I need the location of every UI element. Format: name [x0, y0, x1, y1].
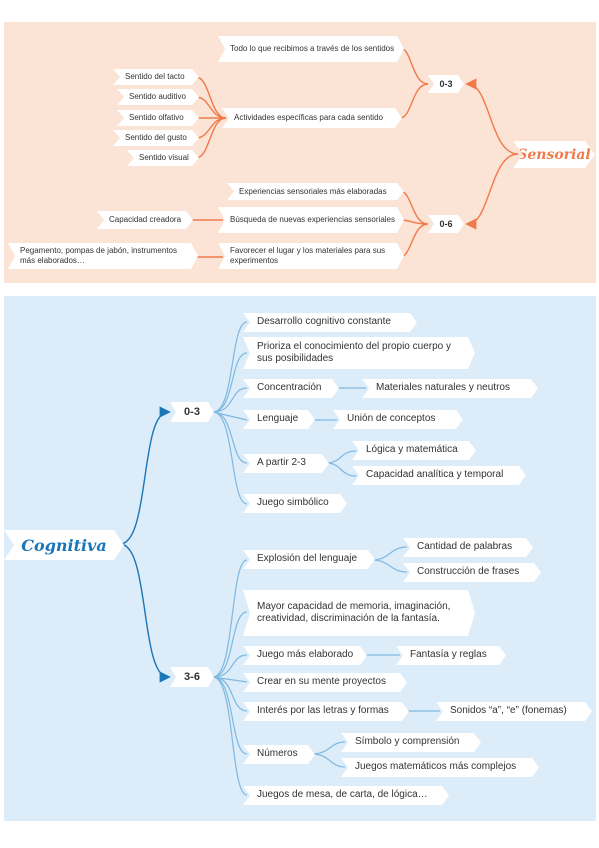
- sense-auditivo: Sentido auditivo: [117, 89, 199, 105]
- node-todo-lo-que-recibimos: Todo lo que recibimos a través de los se…: [218, 36, 404, 62]
- sense-gusto: Sentido del gusto: [113, 130, 199, 146]
- node-lenguaje: Lenguaje: [243, 410, 315, 429]
- node-mayor-capacidad-memoria: Mayor capacidad de memoria, imaginación,…: [243, 590, 475, 636]
- node-logica-matematica: Lógica y matemática: [352, 441, 476, 460]
- node-fantasia-reglas: Fantasía y reglas: [396, 646, 506, 665]
- node-prioriza-conocimiento: Prioriza el conocimiento del propio cuer…: [243, 337, 475, 369]
- node-capacidad-creadora: Capacidad creadora: [97, 211, 193, 229]
- cognitiva-age-0-3: 0-3: [170, 402, 214, 422]
- node-capacidad-analitica: Capacidad analítica y temporal: [352, 466, 526, 485]
- node-juego-simbolico: Juego simbólico: [243, 494, 347, 513]
- sensorial-age-0-6: 0-6: [428, 215, 464, 233]
- cognitiva-age-3-6: 3-6: [170, 667, 214, 687]
- node-juego-mas-elaborado: Juego más elaborado: [243, 646, 367, 665]
- sense-olfativo: Sentido olfativo: [117, 110, 199, 126]
- node-explosion-lenguaje: Explosión del lenguaje: [243, 550, 375, 569]
- node-busqueda-experiencias: Búsqueda de nuevas experiencias sensoria…: [218, 207, 404, 233]
- node-pegamento-pompas: Pegamento, pompas de jabón, instrumentos…: [8, 243, 198, 269]
- sense-tacto: Sentido del tacto: [113, 69, 199, 85]
- node-union-conceptos: Unión de conceptos: [333, 410, 463, 429]
- node-construccion-frases: Construcción de frases: [403, 563, 541, 582]
- sensorial-age-0-3: 0-3: [428, 75, 464, 93]
- node-cantidad-palabras: Cantidad de palabras: [403, 538, 533, 557]
- node-interes-letras: Interés por las letras y formas: [243, 702, 409, 721]
- node-actividades-especificas: Actividades específicas para cada sentid…: [222, 108, 402, 128]
- sensorial-title: Sensorial: [513, 141, 595, 168]
- node-a-partir-2-3: A partir 2-3: [243, 454, 329, 473]
- node-sonidos-fonemas: Sonidos “a”, “e” (fonemas): [436, 702, 592, 721]
- sense-visual: Sentido visual: [127, 150, 199, 166]
- node-experiencias-elaboradas: Experiencias sensoriales más elaboradas: [227, 183, 404, 200]
- node-juegos-matematicos: Juegos matemáticos más complejos: [341, 758, 539, 777]
- node-numeros: Números: [243, 745, 315, 764]
- node-simbolo-comprension: Símbolo y comprensión: [341, 733, 481, 752]
- node-crear-proyectos: Crear en su mente proyectos: [243, 673, 407, 692]
- node-favorecer-lugar: Favorecer el lugar y los materiales para…: [218, 243, 404, 269]
- node-juegos-mesa: Juegos de mesa, de carta, de lógica…: [243, 786, 449, 805]
- cognitiva-title: Cognitiva: [4, 530, 124, 560]
- node-concentracion: Concentración: [243, 379, 339, 398]
- node-desarrollo-cognitivo: Desarrollo cognitivo constante: [243, 313, 417, 332]
- node-materiales-naturales: Materiales naturales y neutros: [362, 379, 538, 398]
